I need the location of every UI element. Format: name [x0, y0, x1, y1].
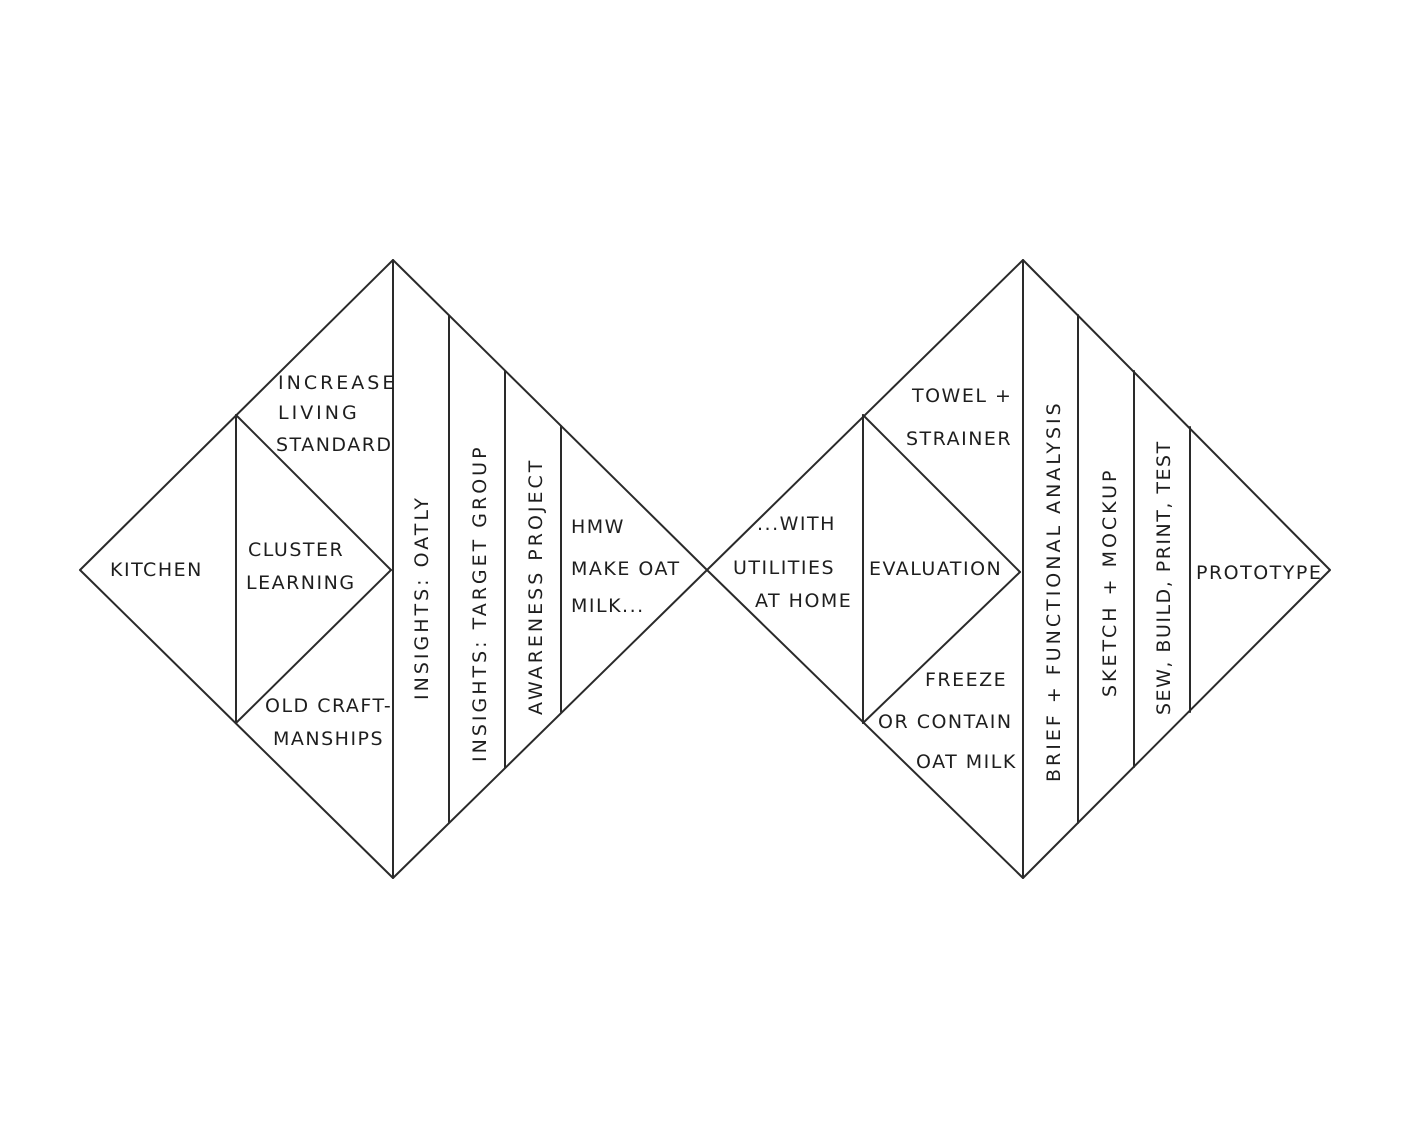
- freeze-label-line3: OAT MILK: [916, 751, 1017, 773]
- cluster-edge-top: [235, 414, 392, 571]
- increase-label-line2: LIVING: [278, 402, 360, 424]
- increase-label-line3: STANDARD: [276, 434, 393, 456]
- left-diamond: KITCHEN INCREASE LIVING STANDARD CLUSTER…: [79, 259, 708, 879]
- freeze-label-line2: OR CONTAIN: [878, 711, 1013, 733]
- sew-label: SEW, BUILD, PRINT, TEST: [1153, 440, 1175, 715]
- prototype-label: PROTOTYPE: [1196, 562, 1322, 584]
- evaluation-label: EVALUATION: [869, 558, 1002, 580]
- freeze-label-line1: FREEZE: [925, 669, 1007, 691]
- brief-label: BRIEF + FUNCTIONAL ANALYSIS: [1043, 400, 1065, 782]
- sketch-label: SKETCH + MOCKUP: [1099, 468, 1121, 698]
- cluster-label-line1: CLUSTER: [248, 539, 344, 561]
- hmw-label-line3: MILK...: [571, 595, 645, 617]
- kitchen-label: KITCHEN: [110, 559, 203, 581]
- cluster-edge-bottom: [235, 569, 392, 724]
- awareness-label: AWARENESS PROJECT: [525, 458, 547, 715]
- insights-oatly-label: INSIGHTS: OATLY: [411, 495, 433, 700]
- insights-target-label: INSIGHTS: TARGET GROUP: [469, 444, 491, 762]
- with-utilities-label-line3: AT HOME: [755, 590, 852, 612]
- towel-label-line1: TOWEL +: [911, 385, 1012, 407]
- hmw-label-line2: MAKE OAT: [571, 558, 681, 580]
- evaluation-edge-bottom: [862, 571, 1021, 724]
- hmw-label-line1: HMW: [571, 516, 625, 538]
- cluster-label-line2: LEARNING: [246, 572, 356, 594]
- right-diamond: ...WITH UTILITIES AT HOME TOWEL + STRAIN…: [706, 259, 1331, 879]
- evaluation-edge-top: [862, 414, 1021, 573]
- with-utilities-label-line1: ...WITH: [757, 513, 836, 535]
- old-craft-label-line1: OLD CRAFT-: [265, 695, 392, 717]
- with-utilities-label-line2: UTILITIES: [733, 557, 835, 579]
- towel-label-line2: STRAINER: [906, 428, 1012, 450]
- increase-label-line1: INCREASE: [278, 372, 397, 394]
- old-craft-label-line2: MANSHIPS: [273, 728, 384, 750]
